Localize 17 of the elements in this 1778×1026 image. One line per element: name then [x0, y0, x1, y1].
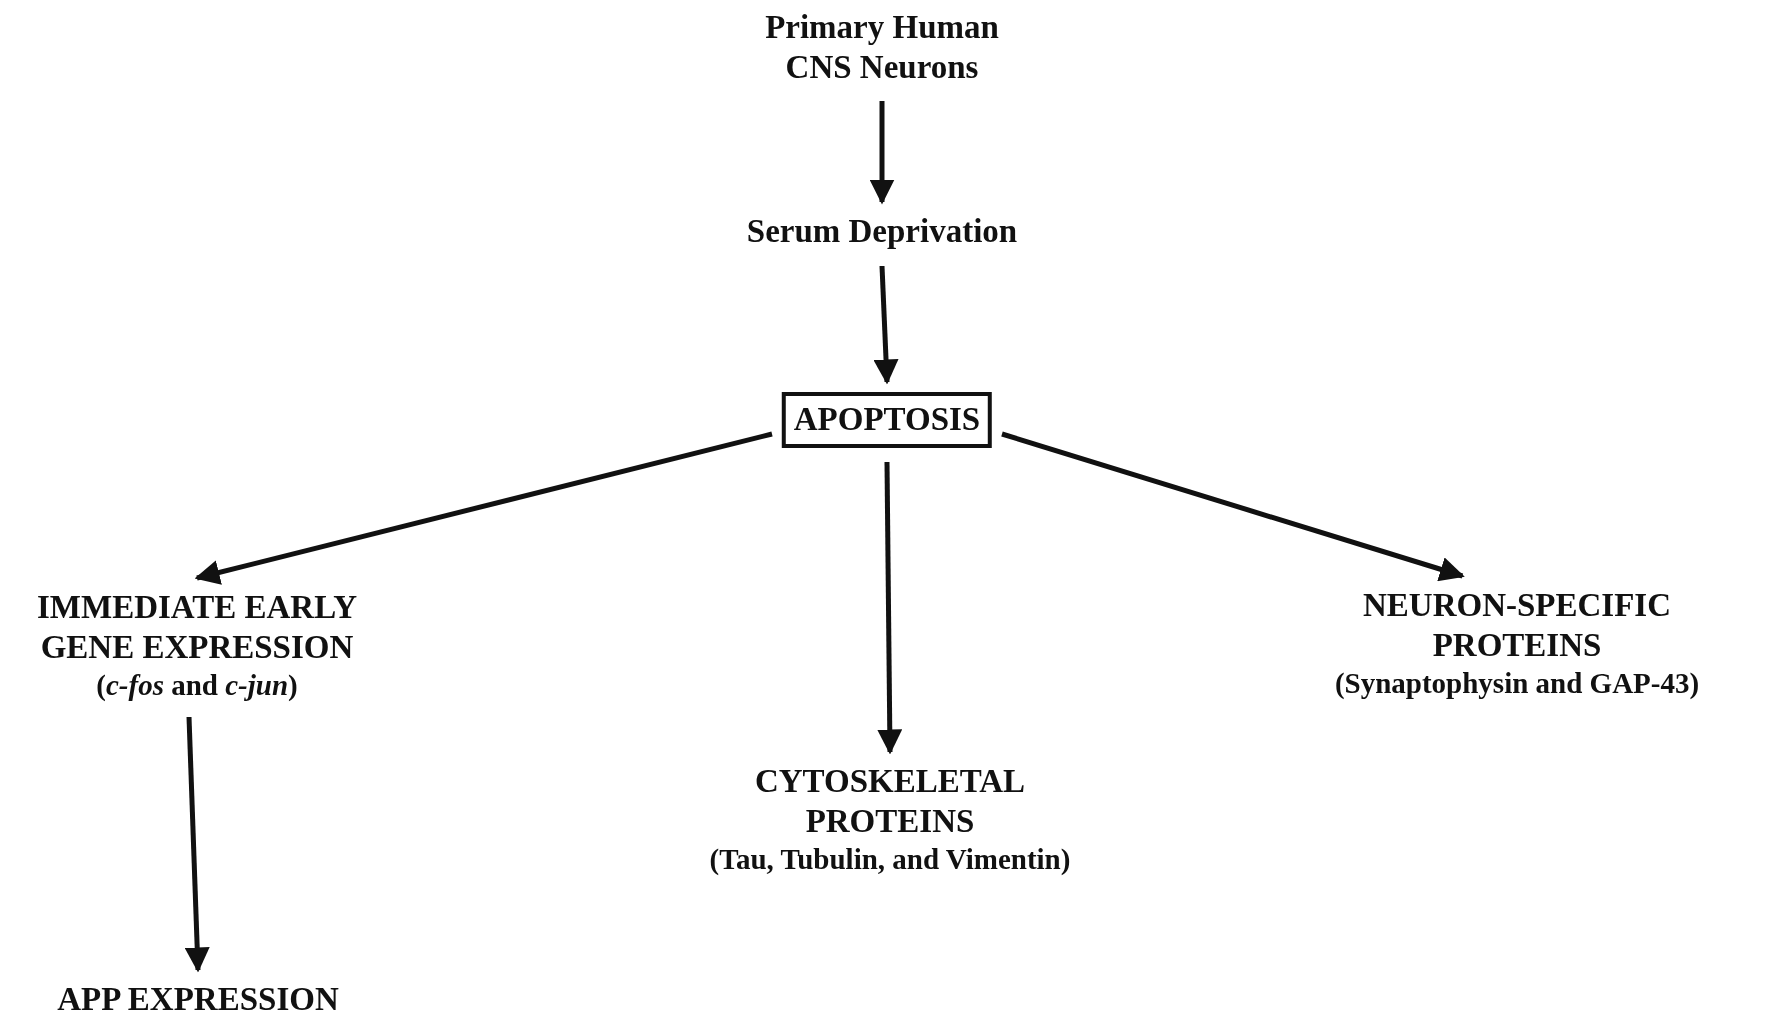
- node-title: Serum Deprivation: [746, 212, 1018, 251]
- node-title: CYTOSKELETAL PROTEINS: [753, 762, 1027, 841]
- node-title: APOPTOSIS: [793, 400, 981, 439]
- node-title: IMMEDIATE EARLY GENE EXPRESSION: [36, 588, 358, 667]
- arrow: [869, 101, 895, 205]
- node-subtitle: (Tau, Tubulin, and Vimentin): [709, 842, 1071, 878]
- node-title: NEURON-SPECIFIC PROTEINS: [1362, 586, 1672, 665]
- node-title: Primary Human CNS Neurons: [764, 8, 1000, 87]
- node-title: APP EXPRESSION: [57, 980, 339, 1019]
- arrow: [873, 265, 899, 385]
- arrow: [1001, 431, 1465, 582]
- arrow: [877, 461, 903, 755]
- arrow: [184, 716, 210, 973]
- arrow: [194, 431, 773, 585]
- node-subtitle: (c-fos and c-jun): [96, 668, 298, 704]
- node-subtitle: (Synaptophysin and GAP-43): [1334, 666, 1700, 702]
- process-box: [781, 392, 993, 448]
